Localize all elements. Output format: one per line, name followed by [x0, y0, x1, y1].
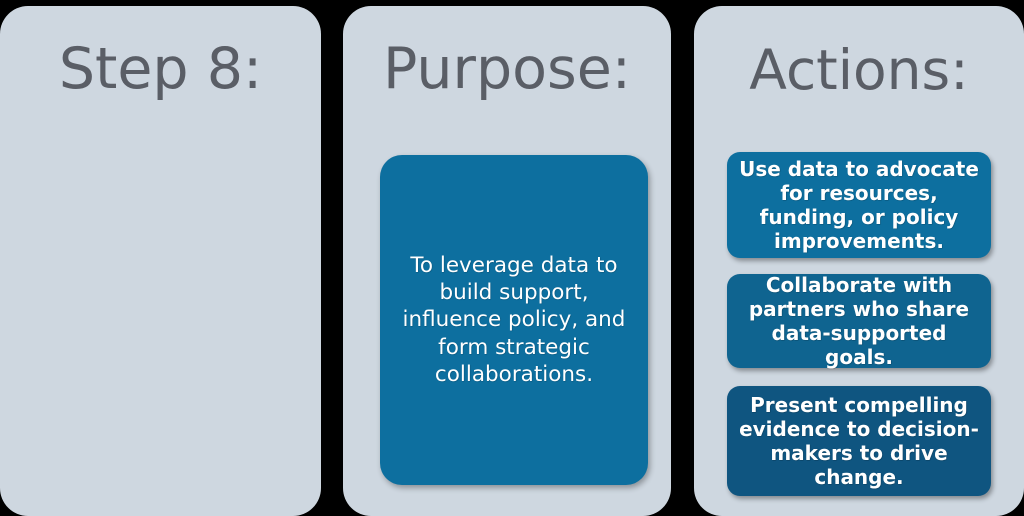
- purpose-card-text: To leverage data to build support, influ…: [402, 252, 626, 387]
- step-title: Step 8:: [58, 36, 263, 102]
- action-item: Present compelling evidence to decision-…: [727, 386, 991, 496]
- purpose-card: To leverage data to build support, influ…: [380, 155, 648, 485]
- panel-purpose: Purpose: To leverage data to build suppo…: [343, 6, 671, 516]
- action-item-text: Present compelling evidence to decision-…: [739, 392, 979, 490]
- action-item: Collaborate with partners who share data…: [727, 272, 991, 370]
- panel-step: Step 8:: [0, 6, 321, 516]
- action-item-text: Collaborate with partners who share data…: [748, 272, 970, 370]
- purpose-title: Purpose:: [383, 36, 631, 102]
- panel-actions: Actions: Use data to advocate for resour…: [694, 6, 1024, 516]
- action-item-text: Use data to advocate for resources, fund…: [739, 156, 979, 254]
- actions-title: Actions:: [749, 38, 969, 102]
- action-item: Use data to advocate for resources, fund…: [727, 152, 991, 258]
